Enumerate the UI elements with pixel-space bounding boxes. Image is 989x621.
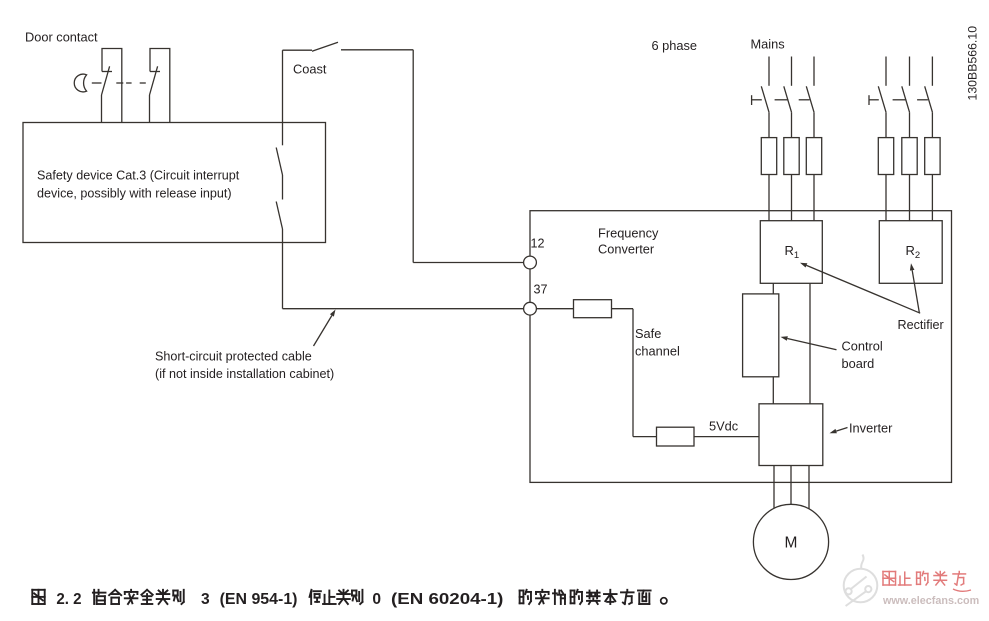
svg-text:channel: channel: [635, 344, 680, 359]
svg-text:6 phase: 6 phase: [652, 38, 698, 53]
svg-text:(EN 60204-1): (EN 60204-1): [391, 591, 503, 608]
svg-text:Door contact: Door contact: [25, 30, 98, 45]
svg-text:Rectifier: Rectifier: [898, 318, 944, 332]
svg-text:5Vdc: 5Vdc: [709, 419, 739, 434]
svg-text:Short-circuit protected cable: Short-circuit protected cable: [155, 350, 312, 364]
svg-text:Safe: Safe: [635, 326, 661, 341]
svg-text:Mains: Mains: [751, 37, 785, 52]
svg-text:Converter: Converter: [598, 242, 655, 257]
svg-text:12: 12: [531, 237, 545, 251]
svg-text:(if not inside installation ca: (if not inside installation cabinet): [155, 367, 334, 381]
svg-text:www.elecfans.com: www.elecfans.com: [882, 595, 979, 607]
svg-text:2. 2: 2. 2: [56, 591, 82, 608]
svg-text:37: 37: [534, 283, 548, 297]
svg-text:Frequency: Frequency: [598, 226, 659, 241]
svg-text:Control: Control: [842, 339, 883, 354]
svg-text:0: 0: [372, 591, 381, 608]
svg-text:(EN 954-1): (EN 954-1): [220, 591, 298, 608]
svg-text:3: 3: [201, 591, 210, 608]
svg-text:130BB566.10: 130BB566.10: [966, 26, 980, 101]
svg-text:Coast: Coast: [293, 62, 327, 77]
svg-text:M: M: [785, 535, 798, 552]
svg-text:Safety device Cat.3 (Circuit i: Safety device Cat.3 (Circuit interrupt: [37, 169, 240, 183]
svg-text:Inverter: Inverter: [849, 421, 893, 436]
svg-text:board: board: [842, 356, 875, 371]
svg-text:device, possibly with release: device, possibly with release input): [37, 187, 232, 201]
